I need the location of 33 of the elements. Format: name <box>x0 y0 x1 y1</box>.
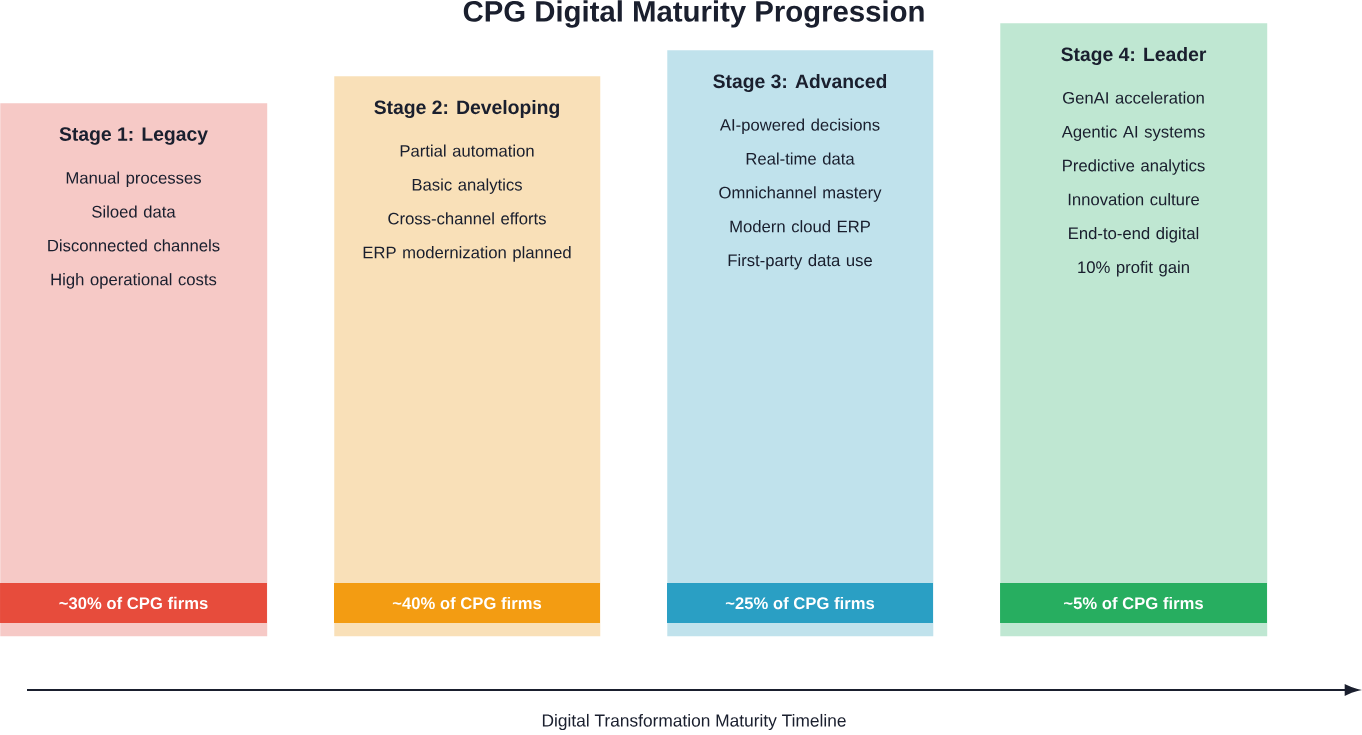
feature-text: Innovation culture <box>1068 193 1199 206</box>
feature-text: Real-time data <box>746 152 855 165</box>
stage-heading: Stage 1: Legacy <box>59 127 208 145</box>
feature-text: First-party data use <box>728 254 872 270</box>
feature-text: Basic analytics <box>412 178 522 194</box>
feature-text: Agentic AI systems <box>1061 125 1205 141</box>
feature-text: Partial automation <box>400 144 534 157</box>
stage-column <box>0 103 268 637</box>
feature-text: Predictive analytics <box>1063 159 1205 175</box>
title: CPG Digital Maturity Progression <box>463 0 924 28</box>
share-band: ~40% of CPG firms <box>334 583 600 623</box>
stage-heading: Stage 3: Advanced <box>713 73 887 93</box>
stage-heading: Stage 4: Leader <box>1061 46 1207 66</box>
share-band: ~30% of CPG firms <box>0 583 267 623</box>
feature-text: High operational costs <box>51 273 217 289</box>
stage-column <box>334 76 601 637</box>
stage-heading: Stage 2: Developing <box>374 99 559 119</box>
feature-text: Cross-channel efforts <box>388 212 546 225</box>
share-band: ~5% of CPG firms <box>1000 583 1267 623</box>
stage-column <box>667 50 934 637</box>
feature-text: GenAI acceleration <box>1063 91 1204 104</box>
stage-column <box>1000 23 1268 637</box>
feature-text: Modern cloud ERP <box>730 220 870 233</box>
feature-text: Disconnected channels <box>48 239 220 252</box>
feature-text: Omnichannel mastery <box>719 186 882 202</box>
feature-text: 10% profit gain <box>1078 260 1189 277</box>
share-band: ~25% of CPG firms <box>667 583 933 623</box>
feature-text: AI-powered decisions <box>719 118 880 135</box>
feature-text: Manual processes <box>66 171 201 188</box>
feature-text: Siloed data <box>92 205 176 218</box>
feature-text: End-to-end digital <box>1069 227 1199 243</box>
feature-text: ERP modernization planned <box>363 246 571 262</box>
axis-label: Digital Transformation Maturity Timeline <box>542 713 846 731</box>
